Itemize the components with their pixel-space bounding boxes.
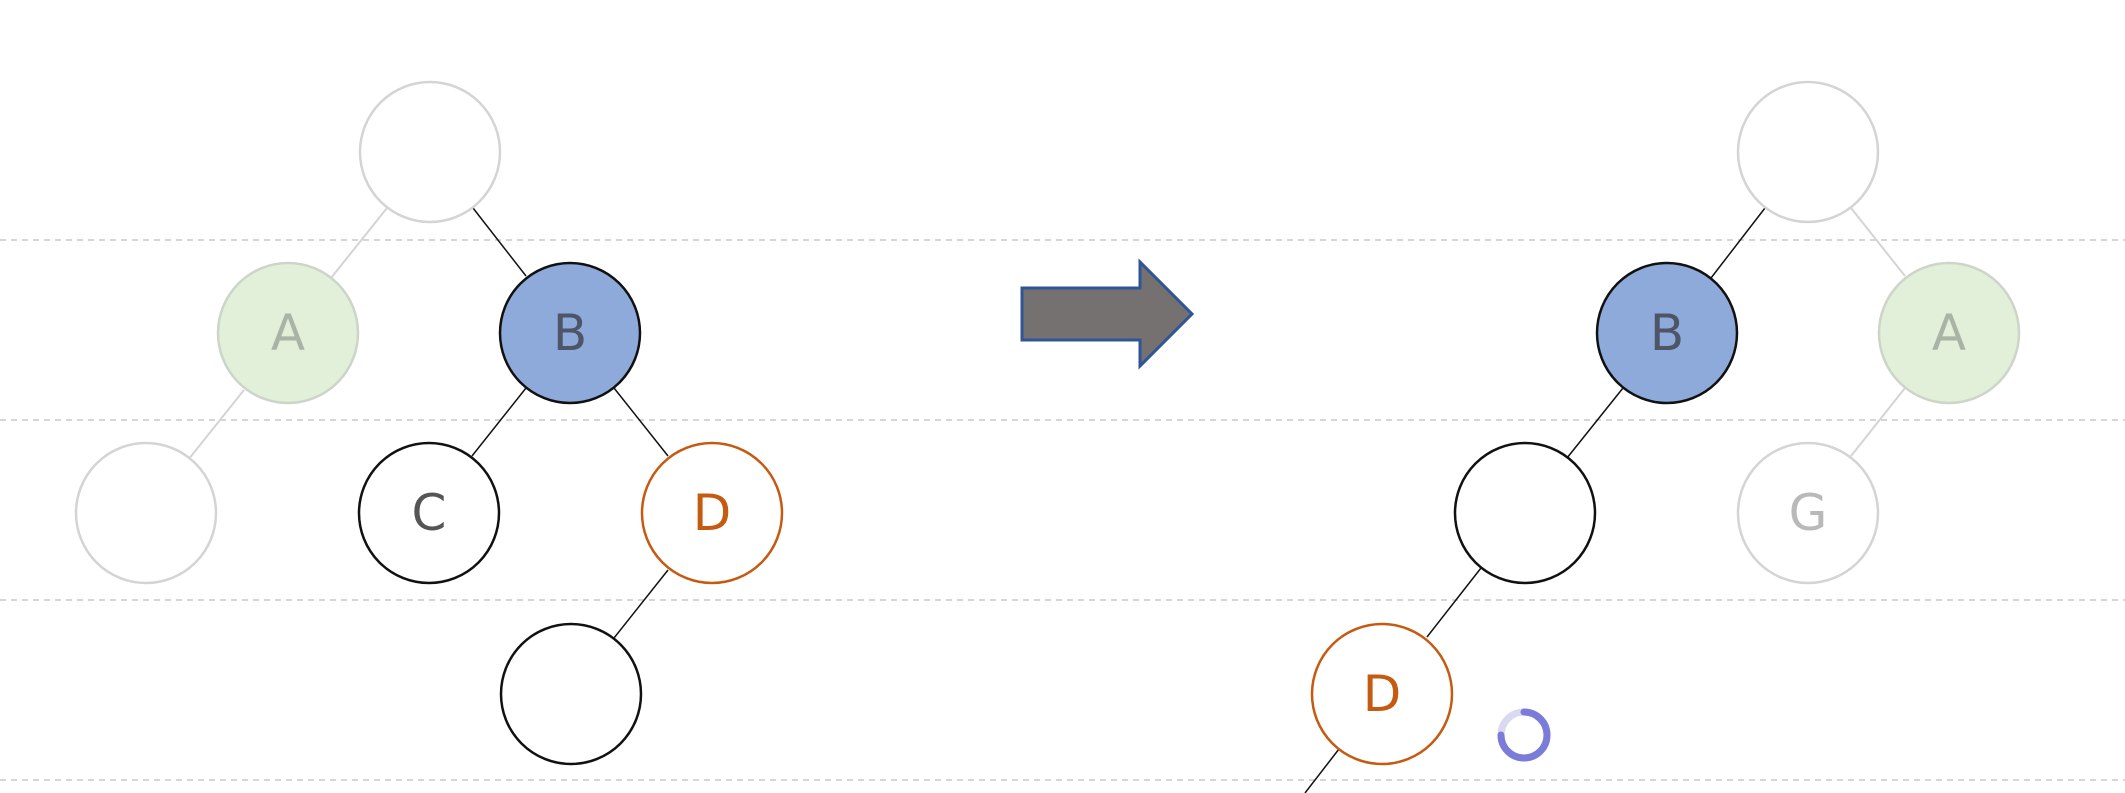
spinner-arc	[1497, 708, 1551, 762]
node-circle	[1310, 622, 1454, 766]
node-circle	[1453, 441, 1597, 585]
node-circle	[216, 261, 360, 405]
loading-spinner-icon	[1497, 708, 1551, 762]
node-label: D	[1363, 665, 1402, 723]
node-label: C	[412, 484, 447, 542]
edge-root-B	[1710, 207, 1766, 279]
right-node-B-left	[1453, 441, 1597, 585]
left-node-A: A	[216, 261, 360, 405]
edge-A-G	[1850, 387, 1906, 457]
left-node-D: D	[640, 441, 784, 585]
right-tree-edges	[1304, 207, 1906, 793]
right-node-G: G	[1736, 441, 1880, 585]
node-circle	[640, 441, 784, 585]
node-circle	[1595, 261, 1739, 405]
node-label: D	[693, 484, 732, 542]
node-circle	[358, 80, 502, 224]
node-circle	[1877, 261, 2021, 405]
node-label: G	[1789, 484, 1828, 542]
node-circle	[1736, 80, 1880, 224]
left-node-A-left	[74, 441, 218, 585]
node-circle	[1736, 441, 1880, 585]
edge-D-Dleft	[613, 569, 669, 639]
edge-B-Bleft	[1566, 387, 1624, 459]
edge-root-A	[330, 207, 388, 279]
right-node-root	[1736, 80, 1880, 224]
left-node-B: B	[498, 261, 642, 405]
edge-B-C	[471, 387, 527, 457]
node-circle	[357, 441, 501, 585]
left-node-C: C	[357, 441, 501, 585]
right-tree: B A G D	[1304, 80, 2021, 793]
right-node-D: D	[1310, 622, 1454, 766]
right-node-B: B	[1595, 261, 1739, 405]
edge-root-A	[1850, 207, 1906, 277]
node-circle	[74, 441, 218, 585]
node-label: B	[1650, 304, 1684, 362]
node-circle	[499, 622, 643, 766]
node-circle	[498, 261, 642, 405]
level-guides	[0, 239, 2125, 781]
arrow-shape	[1020, 258, 1195, 370]
node-label: A	[1932, 304, 1966, 362]
node-label: B	[553, 304, 587, 362]
right-arrow-icon	[1020, 258, 1195, 370]
left-node-D-left	[499, 622, 643, 766]
left-tree-edges	[187, 207, 669, 639]
edge-Bleft-D	[1426, 567, 1482, 638]
edge-D-below	[1304, 748, 1340, 793]
left-tree: A B C D	[74, 80, 784, 766]
edge-root-B	[472, 207, 527, 277]
left-node-root	[358, 80, 502, 224]
node-label: A	[271, 304, 305, 362]
right-node-A: A	[1877, 261, 2021, 405]
edge-A-Aleft	[187, 389, 245, 461]
edge-B-D	[613, 387, 669, 457]
